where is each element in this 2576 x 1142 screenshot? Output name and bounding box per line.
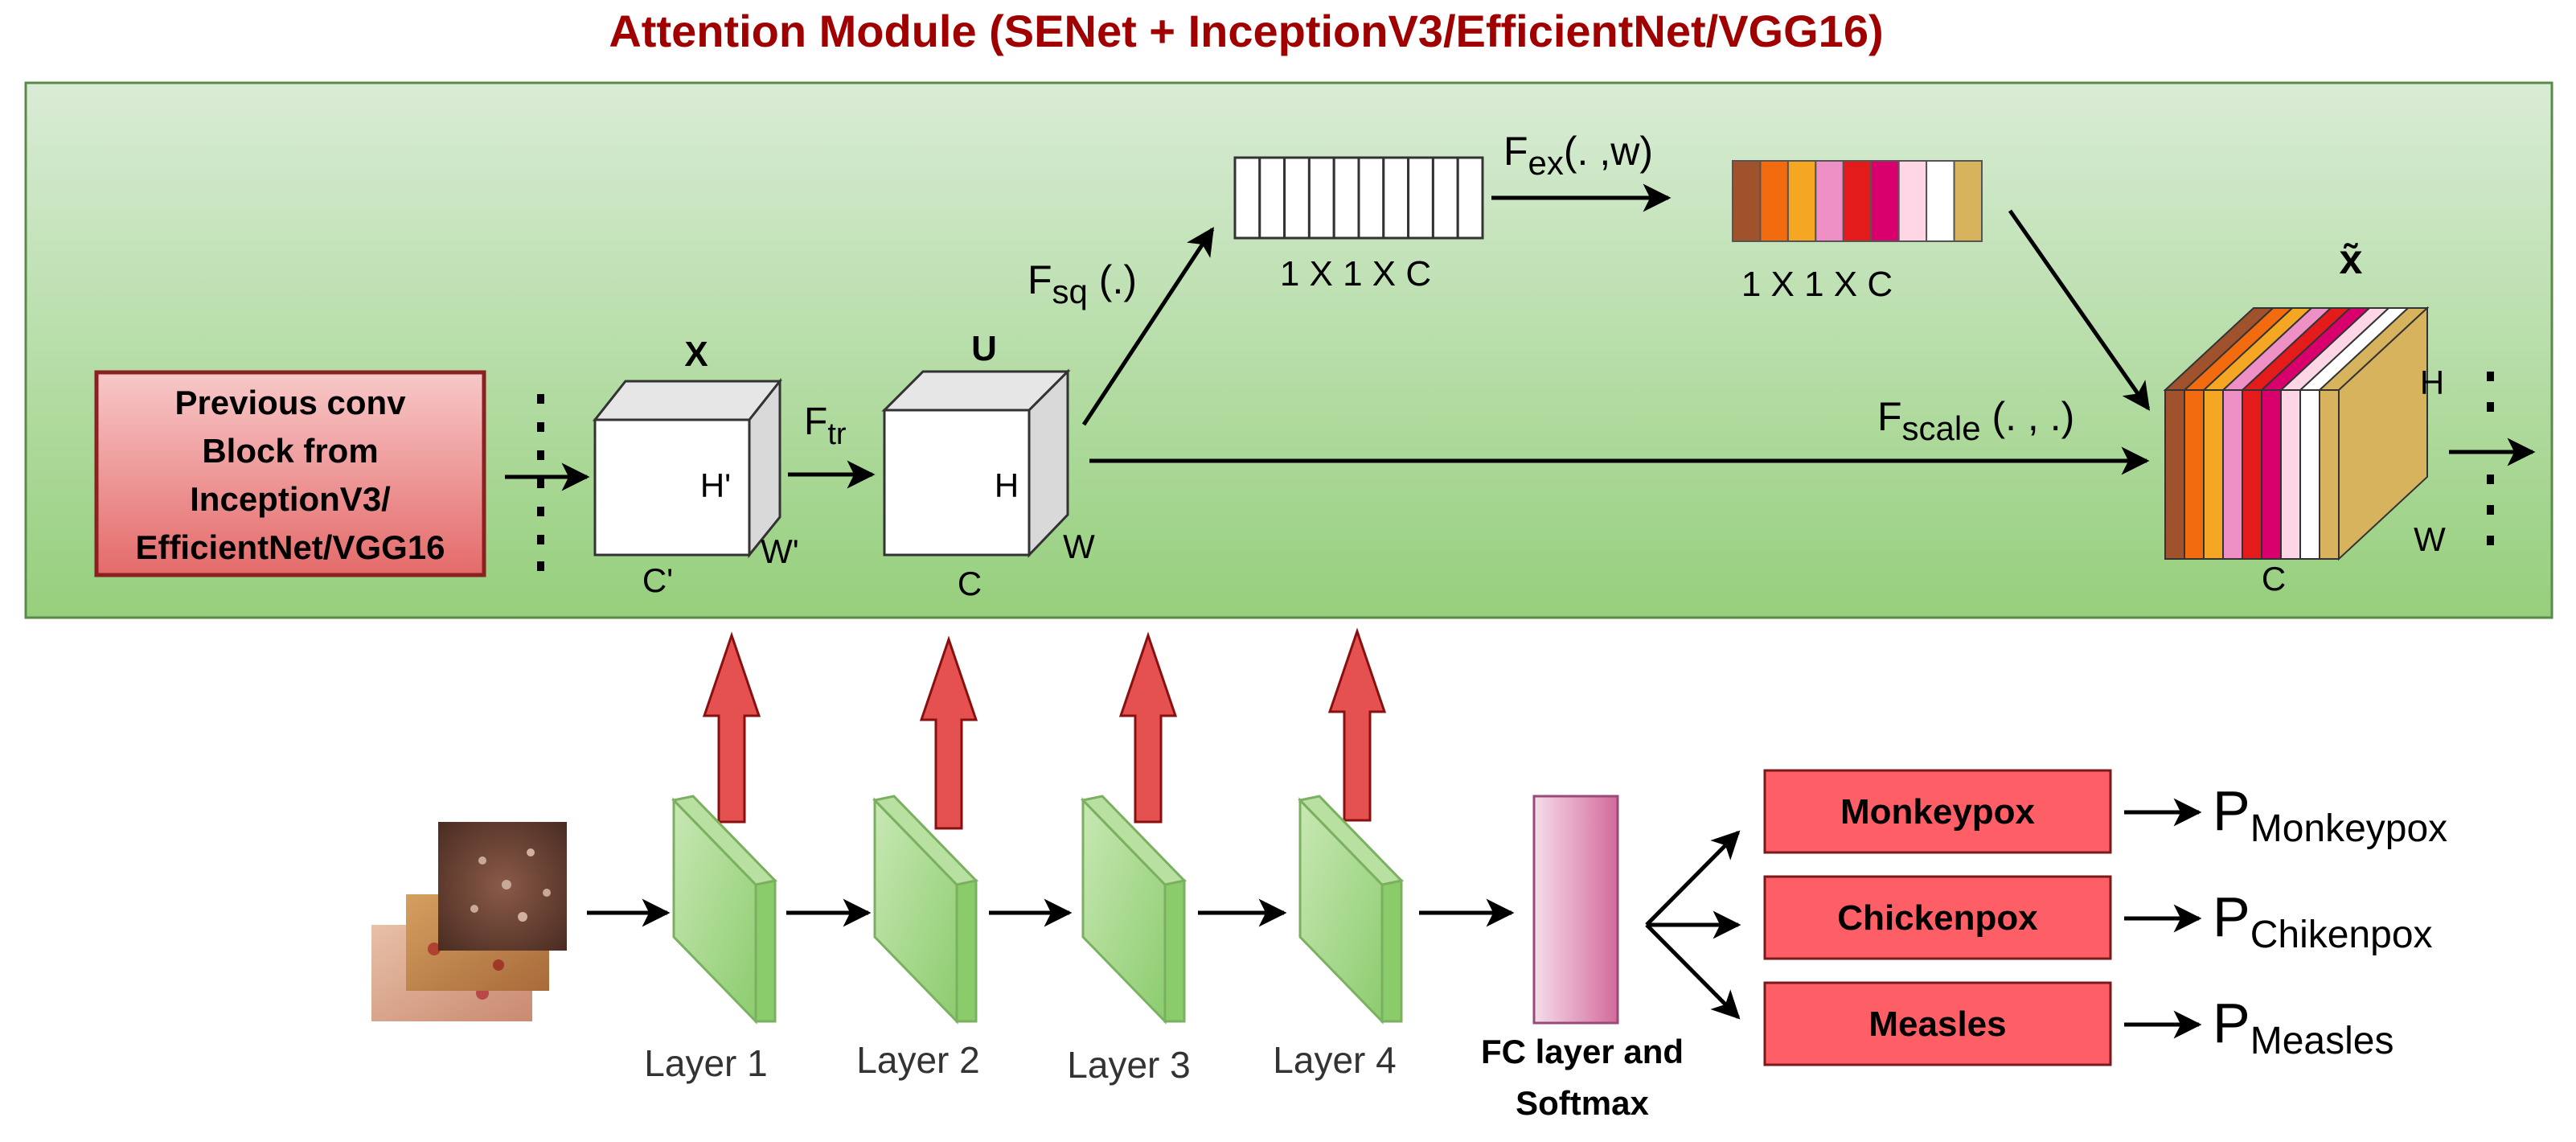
excitation-cell bbox=[1897, 160, 1928, 242]
up-arrow bbox=[1327, 627, 1387, 822]
layer-label: Layer 2 bbox=[856, 1039, 979, 1081]
fex-label: Fex(. ,w) bbox=[1503, 129, 1653, 182]
prev-block-line-2: Block from bbox=[202, 432, 378, 470]
output-slice bbox=[2299, 389, 2320, 560]
excitation-cell bbox=[1786, 160, 1817, 242]
up-arrow bbox=[1118, 631, 1178, 824]
squeeze-cell bbox=[1283, 156, 1311, 240]
layer-top bbox=[1081, 795, 1187, 886]
diagram-title: Attention Module (SENet + InceptionV3/Ef… bbox=[609, 6, 1883, 56]
class-box bbox=[1763, 875, 2112, 960]
squeeze-cell bbox=[1307, 156, 1335, 240]
excitation-cell bbox=[1815, 160, 1844, 242]
layer-label: Layer 4 bbox=[1273, 1039, 1396, 1081]
squeeze-cell bbox=[1233, 156, 1261, 240]
input-skin-images bbox=[371, 822, 567, 1021]
probability-label: PMonkeypox bbox=[2213, 779, 2447, 850]
squeeze-cell bbox=[1407, 156, 1434, 240]
squeeze-cell bbox=[1431, 156, 1459, 240]
output-slice bbox=[2184, 389, 2205, 560]
excitation-cell bbox=[1953, 160, 1983, 242]
fc-label-line-2: Softmax bbox=[1516, 1084, 1649, 1122]
excitation-cell bbox=[1732, 160, 1762, 242]
probability-label: PChikenpox bbox=[2213, 885, 2433, 956]
cnn-layers bbox=[671, 795, 1404, 1025]
excitation-vector bbox=[1732, 160, 1983, 242]
output-slice bbox=[2203, 389, 2224, 560]
fc-softmax-block bbox=[1532, 795, 1619, 1025]
squeeze-vector bbox=[1233, 156, 1484, 240]
layer-side bbox=[1380, 879, 1403, 1023]
output-slice bbox=[2164, 389, 2185, 560]
class-label: Measles bbox=[1868, 1004, 2006, 1044]
u-cube bbox=[881, 368, 1071, 558]
output-cube-label: x̃ bbox=[2340, 236, 2363, 283]
x-cube-c: C' bbox=[642, 561, 673, 599]
excitation-vector-caption: 1 X 1 X C bbox=[1741, 265, 1893, 304]
output-slice bbox=[2261, 389, 2282, 560]
x-cube-h: H' bbox=[700, 466, 731, 504]
fscale-label: Fscale (. , .) bbox=[1877, 394, 2074, 447]
prev-block-line-3: InceptionV3/ bbox=[190, 480, 391, 518]
probability-label: PMeasles bbox=[2213, 992, 2393, 1062]
ftr-label: Ftr bbox=[804, 401, 847, 451]
output-slice bbox=[2222, 389, 2243, 560]
output-cube-side bbox=[2338, 306, 2428, 561]
up-arrow bbox=[919, 635, 978, 830]
fc-label-line-1: FC layer and bbox=[1481, 1033, 1684, 1070]
layer-top bbox=[872, 795, 978, 886]
previous-conv-block: Previous conv Block from InceptionV3/ Ef… bbox=[94, 370, 486, 577]
excitation-cell bbox=[1842, 160, 1873, 242]
squeeze-cell bbox=[1382, 156, 1410, 240]
prev-block-line-1: Previous conv bbox=[174, 384, 406, 421]
ellipsis-dots-right bbox=[2487, 372, 2494, 545]
class-box bbox=[1763, 981, 2112, 1066]
up-arrow bbox=[702, 631, 761, 824]
layer-top bbox=[671, 795, 777, 886]
arrow-fc-to-monkeypox bbox=[1645, 830, 1741, 926]
squeeze-cell bbox=[1456, 156, 1484, 240]
excitation-cell bbox=[1870, 160, 1900, 242]
squeeze-cell bbox=[1357, 156, 1385, 240]
u-cube-label: U bbox=[971, 329, 997, 368]
arrow-fc-to-measles bbox=[1645, 923, 1741, 1020]
squeeze-cell bbox=[1258, 156, 1286, 240]
arrow-fsq bbox=[1081, 227, 1215, 426]
excitation-cell bbox=[1926, 160, 1955, 242]
prev-block-line-4: EfficientNet/VGG16 bbox=[135, 528, 445, 566]
fsq-label: Fsq (.) bbox=[1028, 257, 1137, 310]
output-slice bbox=[2242, 389, 2262, 560]
layer-side bbox=[955, 879, 978, 1023]
layer-labels: Layer 1 Layer 2 Layer 3 Layer 4 bbox=[644, 1039, 1396, 1086]
squeeze-cell bbox=[1332, 156, 1360, 240]
u-cube-c: C bbox=[958, 565, 982, 602]
output-feature-cube bbox=[2163, 306, 2430, 561]
output-cube-c: C bbox=[2262, 560, 2286, 598]
u-cube-h: H bbox=[995, 466, 1019, 504]
class-label: Chickenpox bbox=[1837, 898, 2038, 938]
layer-label: Layer 3 bbox=[1067, 1044, 1190, 1086]
squeeze-vector-caption: 1 X 1 X C bbox=[1280, 254, 1431, 294]
layer-label: Layer 1 bbox=[644, 1042, 767, 1084]
layer-side bbox=[1163, 879, 1186, 1023]
class-box bbox=[1763, 769, 2112, 854]
output-cube-w: W bbox=[2414, 520, 2446, 558]
output-slice bbox=[2319, 389, 2340, 560]
up-arrows bbox=[702, 627, 1387, 830]
excitation-cell bbox=[1759, 160, 1789, 242]
x-cube-w: W' bbox=[761, 532, 799, 570]
layer-side bbox=[754, 879, 777, 1023]
x-cube bbox=[592, 377, 783, 559]
layer-top bbox=[1298, 795, 1404, 886]
ellipsis-dots-left bbox=[537, 394, 544, 571]
class-label: Monkeypox bbox=[1840, 792, 2036, 832]
x-cube-label: X bbox=[684, 335, 708, 374]
output-slice bbox=[2280, 389, 2301, 560]
arrow-excite-to-output bbox=[2008, 209, 2151, 411]
output-cube-h: H bbox=[2420, 364, 2444, 401]
u-cube-w: W bbox=[1063, 528, 1095, 565]
